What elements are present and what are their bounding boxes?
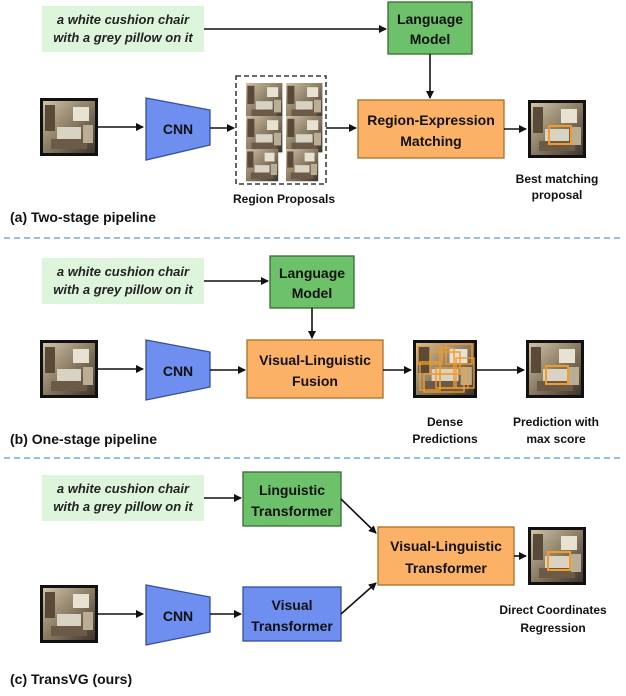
input-image bbox=[43, 588, 95, 640]
matching-label-2: Matching bbox=[400, 133, 461, 149]
prediction-caption-1: Prediction with bbox=[513, 415, 599, 429]
vl-transformer-label-2: Transformer bbox=[405, 560, 487, 576]
language-model-label-2: Model bbox=[292, 285, 332, 301]
dense-prediction-boxes bbox=[417, 343, 475, 393]
caption-transvg: (c) TransVG (ours) bbox=[10, 671, 132, 687]
regression-caption-1: Direct Coordinates bbox=[499, 603, 607, 617]
visual-transformer-box bbox=[242, 586, 342, 642]
prediction-image bbox=[529, 343, 581, 395]
visual-linguistic-transformer-box bbox=[377, 526, 515, 586]
regression-bbox bbox=[547, 551, 571, 571]
linguistic-transformer-label-1: Linguistic bbox=[259, 482, 325, 498]
fusion-label-1: Visual-Linguistic bbox=[259, 352, 371, 368]
cnn-label: CNN bbox=[163, 121, 193, 137]
prediction-caption-2: max score bbox=[526, 432, 586, 446]
linguistic-transformer-box bbox=[242, 471, 342, 527]
visual-linguistic-fusion-box bbox=[246, 339, 384, 399]
regression-image bbox=[531, 530, 583, 582]
vl-transformer-label-1: Visual-Linguistic bbox=[390, 538, 502, 554]
language-model-box bbox=[269, 255, 355, 309]
dense-predictions-caption-1: Dense bbox=[427, 415, 463, 429]
region-expression-matching-box bbox=[357, 99, 505, 159]
query-line2: with a grey pillow on it bbox=[53, 30, 193, 45]
cnn-trapezoid bbox=[145, 97, 211, 161]
section-one-stage: a white cushion chair with a grey pillow… bbox=[10, 255, 599, 447]
query-text-box bbox=[42, 475, 204, 521]
region-proposals-caption: Region Proposals bbox=[233, 192, 335, 206]
query-line2: with a grey pillow on it bbox=[53, 282, 193, 297]
dense-predictions-caption-2: Predictions bbox=[412, 432, 478, 446]
linguistic-transformer-label-2: Transformer bbox=[251, 503, 333, 519]
language-model-label-1: Language bbox=[279, 265, 345, 281]
input-image bbox=[43, 101, 95, 153]
query-text-box bbox=[42, 6, 204, 52]
best-matching-bbox bbox=[548, 125, 572, 145]
language-model-label-2: Model bbox=[410, 31, 450, 47]
cnn-trapezoid bbox=[145, 339, 211, 401]
fusion-label-2: Fusion bbox=[292, 373, 338, 389]
visual-transformer-label-2: Transformer bbox=[251, 618, 333, 634]
query-line1: a white cushion chair bbox=[57, 264, 190, 279]
language-model-box bbox=[387, 1, 473, 55]
caption-two-stage: (a) Two-stage pipeline bbox=[10, 209, 156, 225]
caption-one-stage: (b) One-stage pipeline bbox=[10, 431, 157, 447]
cnn-label: CNN bbox=[163, 608, 193, 624]
visual-transformer-label-1: Visual bbox=[272, 597, 313, 613]
regression-caption-2: Regression bbox=[520, 621, 585, 635]
section-transvg: a white cushion chair with a grey pillow… bbox=[10, 471, 607, 687]
best-matching-caption-1: Best matching bbox=[516, 172, 599, 186]
dense-predictions-image bbox=[416, 343, 475, 395]
cnn-trapezoid bbox=[145, 584, 211, 646]
input-image bbox=[43, 343, 95, 395]
query-line2: with a grey pillow on it bbox=[53, 499, 193, 514]
query-line1: a white cushion chair bbox=[57, 12, 190, 27]
section-two-stage: a white cushion chair with a grey pillow… bbox=[10, 1, 599, 225]
query-text-box bbox=[42, 258, 204, 304]
matching-label-1: Region-Expression bbox=[367, 112, 495, 128]
language-model-label-1: Language bbox=[397, 11, 463, 27]
query-line1: a white cushion chair bbox=[57, 481, 190, 496]
cnn-label: CNN bbox=[163, 363, 193, 379]
best-matching-caption-2: proposal bbox=[532, 188, 583, 202]
best-matching-image bbox=[531, 103, 583, 155]
prediction-bbox bbox=[545, 365, 569, 385]
